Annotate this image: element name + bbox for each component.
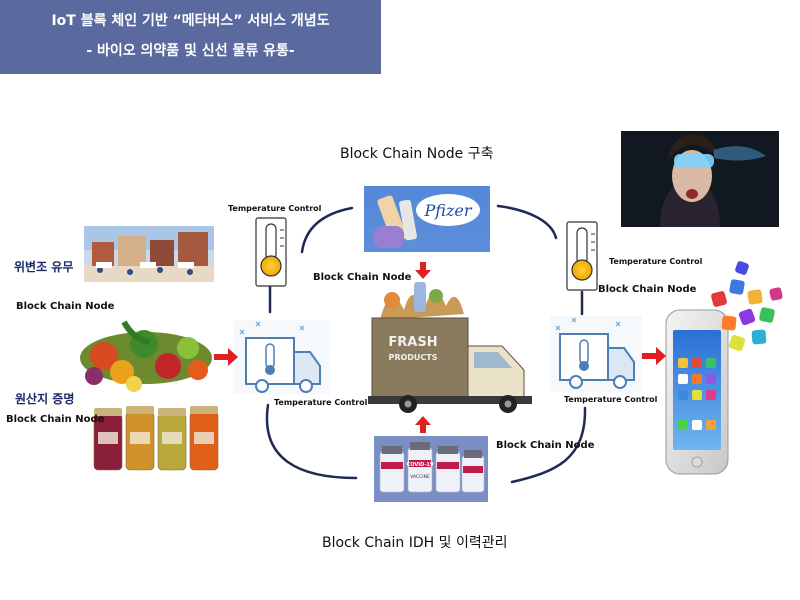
- thermometer-right-icon: [566, 221, 598, 291]
- label-freshness: 위변조 유무: [14, 260, 74, 274]
- cycle-line-top-left: [300, 206, 354, 254]
- fresh-truck-subtext: PRODUCTS: [388, 353, 437, 362]
- thermometer-left-icon: [255, 217, 287, 287]
- label-node-build: Block Chain Node 구축: [340, 146, 494, 162]
- cold-truck-right-icon: [550, 316, 642, 392]
- flying-app-icons: [711, 261, 783, 352]
- title-box: IoT 블록 체인 기반 “메타버스” 서비스 개념도 - 바이오 의약품 및 …: [0, 0, 381, 74]
- label-node-left-lower: Block Chain Node: [6, 414, 105, 425]
- red-arrows: [214, 262, 666, 433]
- cycle-line-bottom-right: [510, 406, 587, 484]
- arrow-up-vaccine: [415, 416, 431, 433]
- label-node-left-upper: Block Chain Node: [16, 301, 115, 312]
- title-line-1: IoT 블록 체인 기반 “메타버스” 서비스 개념도: [51, 13, 330, 29]
- arrow-right-right: [642, 347, 666, 365]
- cycle-line-bottom-left: [265, 403, 358, 480]
- label-node-right: Block Chain Node: [598, 284, 697, 295]
- fresh-truck-image: FRASH PRODUCTS: [368, 282, 532, 413]
- vaccine-image: COVID-19 VACCINE: [374, 436, 488, 502]
- fresh-truck-text: FRASH: [388, 335, 437, 350]
- pfizer-logo-text: Pfizer: [424, 201, 473, 220]
- title-line-2: - 바이오 의약품 및 신선 물류 유통-: [86, 43, 295, 59]
- market-image: [84, 226, 214, 282]
- arrow-right-left: [214, 348, 238, 366]
- cycle-lines: [265, 204, 587, 484]
- vr-woman-image: [621, 131, 779, 227]
- pfizer-image: Pfizer: [364, 186, 490, 252]
- cycle-line-top-right: [496, 204, 558, 240]
- smartphone-image: [665, 261, 783, 475]
- jars-image: [93, 406, 219, 471]
- label-temp-control-top-right: Temperature Control: [609, 257, 703, 266]
- vaccine-label-text: COVID-19: [407, 462, 434, 468]
- cold-truck-left-icon: [234, 320, 330, 394]
- label-origin: 원산지 증명: [15, 392, 75, 406]
- label-temp-control-bottom-right: Temperature Control: [564, 395, 658, 404]
- label-idh-history: Block Chain IDH 및 이력관리: [322, 535, 508, 551]
- label-temp-control-top-left: Temperature Control: [228, 204, 322, 213]
- vegetables-image: [80, 320, 212, 392]
- label-temp-control-bottom-left: Temperature Control: [274, 398, 368, 407]
- label-node-bottom: Block Chain Node: [496, 440, 595, 451]
- arrow-down-pfizer: [415, 262, 431, 279]
- vaccine-sub-text: VACCINE: [410, 474, 430, 480]
- label-node-center: Block Chain Node: [313, 272, 412, 283]
